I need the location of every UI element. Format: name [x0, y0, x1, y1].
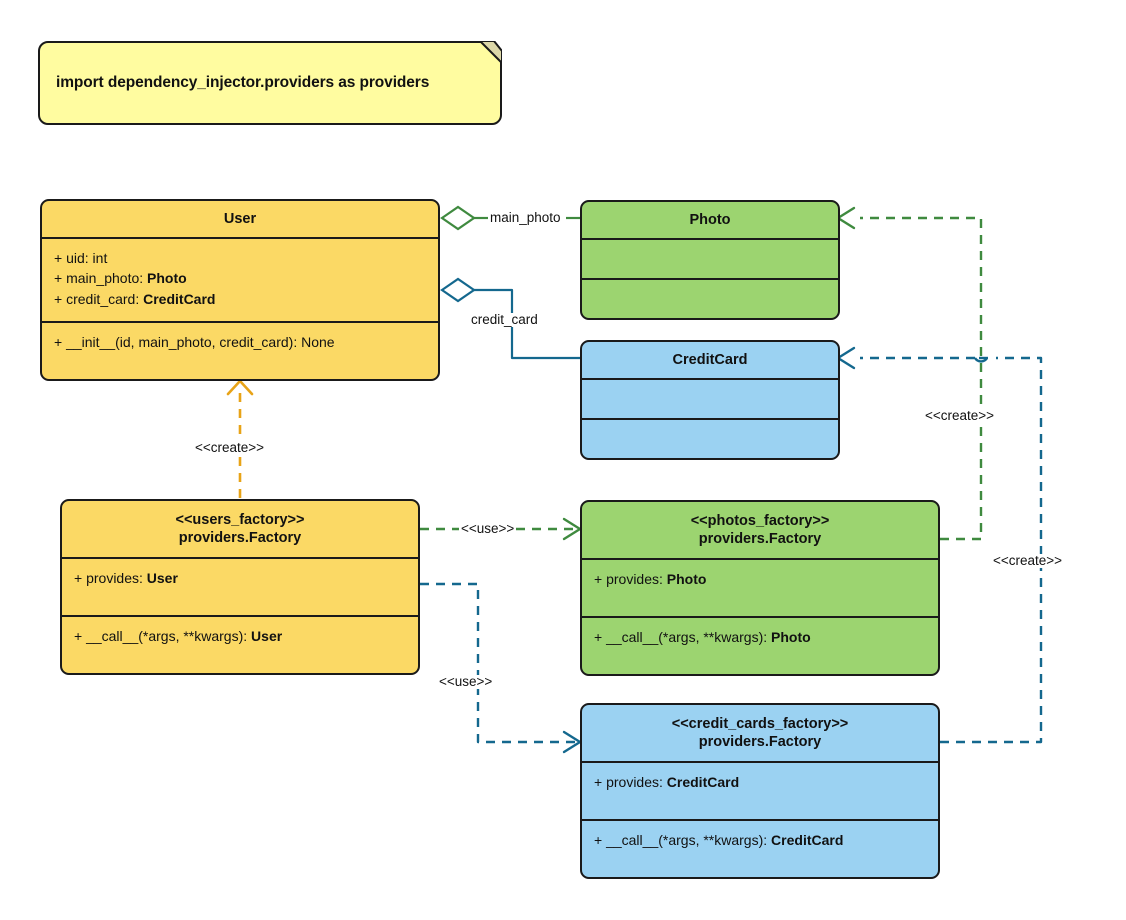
class-header-user: User — [42, 201, 438, 239]
attribute-name: main_photo: — [66, 270, 148, 287]
class-attributes-photo — [582, 240, 838, 280]
class-attributes-photos-factory: + provides: Photo — [582, 560, 938, 618]
method-row: + __call__(*args, **kwargs): User — [74, 626, 418, 646]
class-box-credit-card[interactable]: CreditCard — [580, 340, 840, 460]
class-stereotype-photos-factory: <<photos_factory>> — [690, 512, 830, 529]
class-stereotype-credit-cards-factory: <<credit_cards_factory>> — [671, 715, 849, 732]
class-box-photo[interactable]: Photo — [580, 200, 840, 320]
method-return-type: User — [251, 628, 283, 644]
class-name-user: User — [223, 210, 257, 227]
class-name-photo: Photo — [689, 211, 731, 228]
method-row: + __init__(id, main_photo, credit_card):… — [54, 332, 438, 352]
method-row: + __call__(*args, **kwargs): CreditCard — [594, 830, 938, 850]
class-box-users-factory[interactable]: <<users_factory>> providers.Factory + pr… — [60, 499, 420, 675]
visibility: + — [54, 270, 67, 287]
visibility: + — [594, 629, 607, 645]
attribute-type: int — [92, 250, 108, 266]
class-name-credit-card: CreditCard — [672, 351, 748, 368]
visibility: + — [74, 628, 87, 644]
edge-label-create-credit-card: <<create>> — [991, 553, 1065, 568]
attribute-row: + provides: User — [74, 568, 418, 588]
method-signature: __call__(*args, **kwargs): — [606, 629, 772, 645]
class-header-photo: Photo — [582, 202, 838, 240]
visibility: + — [594, 774, 607, 790]
visibility: + — [54, 334, 67, 350]
attribute-row: + main_photo: Photo — [54, 268, 438, 288]
attribute-name: provides: — [606, 774, 667, 790]
edge-label-create-user: <<create>> — [193, 440, 267, 455]
class-box-photos-factory[interactable]: <<photos_factory>> providers.Factory + p… — [580, 500, 940, 676]
class-name-users-factory: providers.Factory — [178, 530, 302, 546]
attribute-name: provides: — [86, 570, 147, 586]
attribute-type: CreditCard — [143, 290, 216, 307]
class-methods-credit-card — [582, 420, 838, 458]
class-header-users-factory: <<users_factory>> providers.Factory — [62, 501, 418, 559]
class-methods-photo — [582, 280, 838, 318]
attribute-row: + credit_card: CreditCard — [54, 289, 438, 309]
class-methods-photos-factory: + __call__(*args, **kwargs): Photo — [582, 618, 938, 674]
attribute-name: uid: — [66, 250, 93, 266]
attribute-row: + provides: Photo — [594, 569, 938, 589]
class-attributes-credit-cards-factory: + provides: CreditCard — [582, 763, 938, 821]
attribute-row: + uid: int — [54, 248, 438, 268]
note-text: import dependency_injector.providers as … — [56, 74, 430, 91]
edge-users-factory-uses-credit-cards-factory — [420, 582, 582, 754]
visibility: + — [54, 250, 67, 266]
method-return-type: None — [301, 334, 335, 350]
edge-photos-factory-creates-photo — [836, 206, 983, 541]
class-name-credit-cards-factory: providers.Factory — [698, 734, 822, 750]
class-box-user[interactable]: User + uid: int + main_photo: Photo + cr… — [40, 199, 440, 381]
class-box-credit-cards-factory[interactable]: <<credit_cards_factory>> providers.Facto… — [580, 703, 940, 879]
class-methods-credit-cards-factory: + __call__(*args, **kwargs): CreditCard — [582, 821, 938, 877]
class-methods-user: + __init__(id, main_photo, credit_card):… — [42, 323, 438, 379]
attribute-type: Photo — [147, 270, 187, 287]
method-signature: __call__(*args, **kwargs): — [606, 832, 772, 848]
method-return-type: Photo — [771, 629, 811, 645]
note-fold-corner-icon — [480, 41, 502, 63]
visibility: + — [54, 290, 67, 307]
class-header-credit-card: CreditCard — [582, 342, 838, 380]
class-attributes-credit-card — [582, 380, 838, 420]
method-return-type: CreditCard — [771, 832, 844, 848]
visibility: + — [594, 832, 607, 848]
visibility: + — [594, 571, 607, 587]
class-methods-users-factory: + __call__(*args, **kwargs): User — [62, 617, 418, 673]
edge-label-credit-card: credit_card — [469, 312, 540, 327]
attribute-name: credit_card: — [66, 290, 144, 307]
attribute-name: provides: — [606, 571, 667, 587]
class-header-photos-factory: <<photos_factory>> providers.Factory — [582, 502, 938, 560]
attribute-type: CreditCard — [666, 774, 740, 790]
method-signature: __init__(id, main_photo, credit_card): — [66, 334, 302, 350]
edge-label-use-credit-cards-factory: <<use>> — [437, 674, 495, 689]
class-attributes-users-factory: + provides: User — [62, 559, 418, 617]
attribute-type: User — [146, 570, 178, 586]
class-name-photos-factory: providers.Factory — [698, 531, 822, 547]
visibility: + — [74, 570, 87, 586]
attribute-type: Photo — [666, 571, 707, 587]
class-attributes-user: + uid: int + main_photo: Photo + credit_… — [42, 239, 438, 323]
class-stereotype-users-factory: <<users_factory>> — [175, 511, 305, 528]
note-import-statement: import dependency_injector.providers as … — [38, 41, 502, 125]
edge-label-create-photo: <<create>> — [923, 408, 997, 423]
attribute-row: + provides: CreditCard — [594, 772, 938, 792]
method-row: + __call__(*args, **kwargs): Photo — [594, 627, 938, 647]
method-signature: __call__(*args, **kwargs): — [86, 628, 252, 644]
class-header-credit-cards-factory: <<credit_cards_factory>> providers.Facto… — [582, 705, 938, 763]
edge-label-use-photos-factory: <<use>> — [459, 521, 517, 536]
edge-label-main-photo: main_photo — [488, 210, 563, 225]
